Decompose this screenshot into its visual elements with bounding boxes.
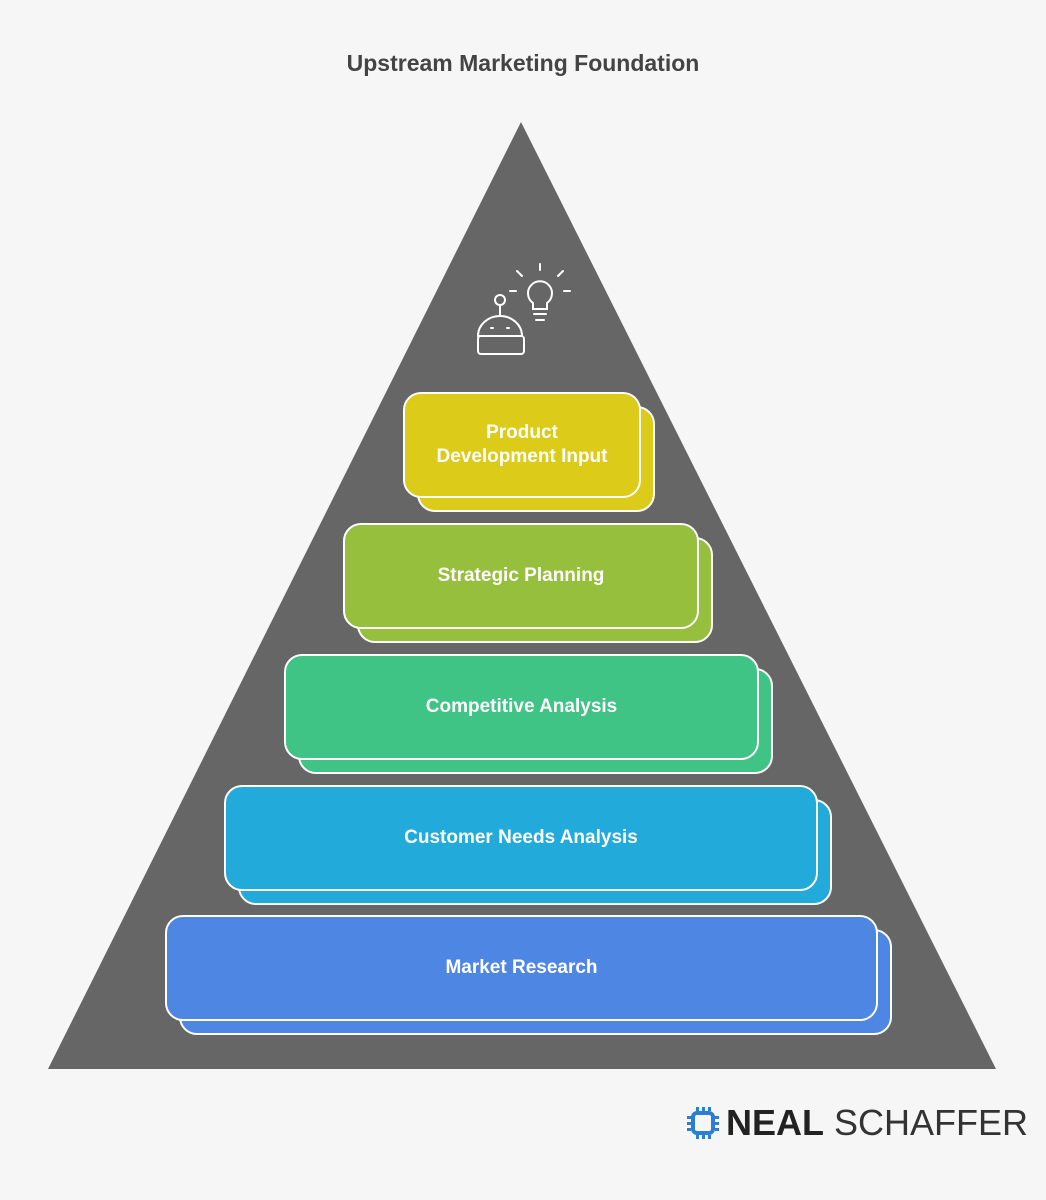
layer-strategic-planning: Strategic Planning [343, 523, 713, 643]
brand-first: NEAL [726, 1102, 824, 1143]
layer-product-development-input: Product Development Input [403, 392, 655, 512]
layer-face: Product Development Input [403, 392, 641, 498]
layer-face: Competitive Analysis [284, 654, 759, 760]
diagram-title: Upstream Marketing Foundation [346, 50, 700, 76]
layer-face: Market Research [165, 915, 878, 1021]
layer-face: Customer Needs Analysis [224, 785, 818, 891]
lightbulb-icon [509, 263, 571, 321]
brand-logo: NEAL SCHAFFER [686, 1100, 1028, 1146]
layer-market-research: Market Research [165, 915, 892, 1035]
layer-label: Market Research [445, 957, 598, 978]
layer-face: Strategic Planning [343, 523, 699, 629]
layer-label: Product Development Input [436, 422, 608, 467]
layer-customer-needs-analysis: Customer Needs Analysis [224, 785, 832, 905]
robot-icon [476, 294, 525, 355]
brand-name: NEAL SCHAFFER [726, 1102, 1028, 1144]
layer-competitive-analysis: Competitive Analysis [284, 654, 773, 774]
layer-label: Strategic Planning [437, 565, 605, 586]
layer-label: Customer Needs Analysis [404, 827, 638, 848]
brand-last: SCHAFFER [834, 1102, 1029, 1143]
chip-icon [687, 1107, 719, 1139]
layer-label: Competitive Analysis [425, 696, 618, 717]
